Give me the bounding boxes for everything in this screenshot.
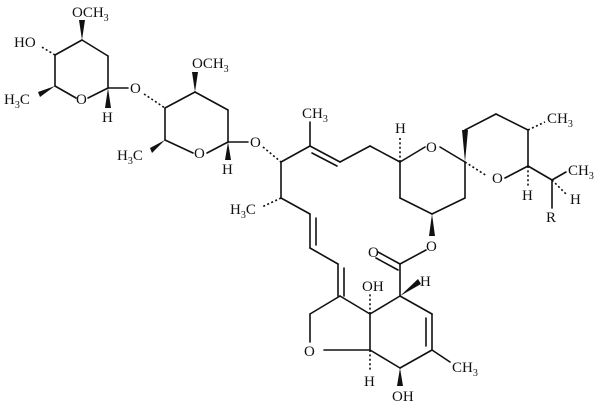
furan-oxygen: O [304,344,315,360]
sugar-ring-2 [143,72,249,160]
hydroxyl-bottom-label: OH [392,389,414,405]
spiro-methyl-label: CH3 [547,111,573,130]
sugar1-methoxy-label: OCH3 [72,5,109,24]
lactone-and-bicyclic-core [309,249,451,386]
ring-junction-h-bottom: H [364,374,375,390]
spiro-h-label: H [395,121,406,137]
side-chain-methyl-label: CH3 [568,163,594,182]
chain-h3c-label: H3C [230,202,256,221]
macrocycle-chain [261,121,401,297]
side-chain-r-label: R [546,210,556,226]
ester-ring-oxygen: O [426,239,437,255]
ring-methyl-label: CH3 [452,360,478,379]
sugar2-ring-oxygen: O [194,146,205,162]
sugar2-methyl-label: H3C [117,148,143,167]
hydroxyl-top-label: OH [362,279,384,295]
sugar2-anomeric-h: H [222,162,233,178]
carbonyl-oxygen: O [368,245,379,261]
sugar1-ring-oxygen: O [76,92,87,108]
ring-junction-h-top: H [420,274,431,290]
sugar1-hydroxyl-label: HO [14,35,36,51]
sugar1-methyl-label: H3C [4,92,30,111]
spiroketal-ring-b [462,113,567,209]
sugar2-methoxy-label: OCH3 [192,56,229,75]
spiro-oxygen-1: O [426,140,437,156]
spiro-oxygen-2: O [492,171,503,187]
spiro-h2-label: H [522,188,533,204]
glycosidic-oxygen-2: O [250,135,261,151]
spiroketal-ring-a [399,136,466,236]
glycosidic-oxygen-1: O [130,81,141,97]
side-chain-h-label: H [570,192,581,208]
sugar1-anomeric-h: H [102,110,113,126]
chain-methyl-label: CH3 [302,106,328,125]
sugar-ring-1 [38,20,129,108]
